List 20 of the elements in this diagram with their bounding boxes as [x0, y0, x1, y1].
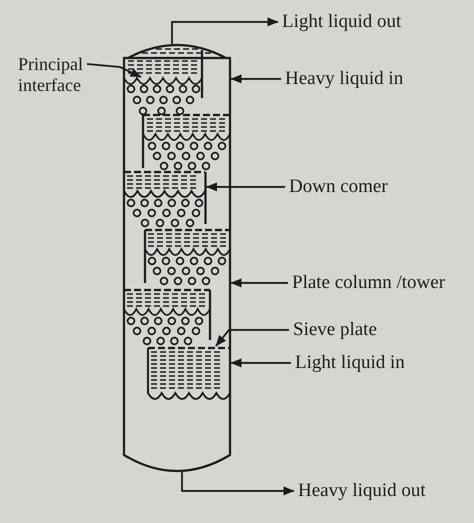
leader-line: [86, 63, 142, 78]
sieve-plate: [147, 346, 231, 350]
flow-arrow: [230, 358, 291, 368]
part-label: Sieve plate: [293, 319, 377, 341]
flow-arrow: [171, 17, 278, 44]
part-label: Plate column /tower: [292, 272, 446, 294]
leader-line: [206, 182, 285, 192]
leader-line: [215, 329, 289, 347]
leader-line: [230, 278, 288, 288]
part-label: Principal interface: [18, 54, 83, 96]
flow-arrow: [181, 472, 294, 496]
stream-label: Light liquid in: [295, 352, 405, 374]
stream-label: Light liquid out: [282, 11, 402, 33]
flow-arrow: [230, 74, 281, 84]
downcomer: [204, 172, 206, 224]
stream-label: Heavy liquid in: [285, 68, 404, 90]
part-label: Down comer: [289, 176, 388, 198]
plate-column: [123, 44, 231, 472]
stream-label: Heavy liquid out: [298, 480, 426, 502]
interface-line: [123, 77, 203, 85]
